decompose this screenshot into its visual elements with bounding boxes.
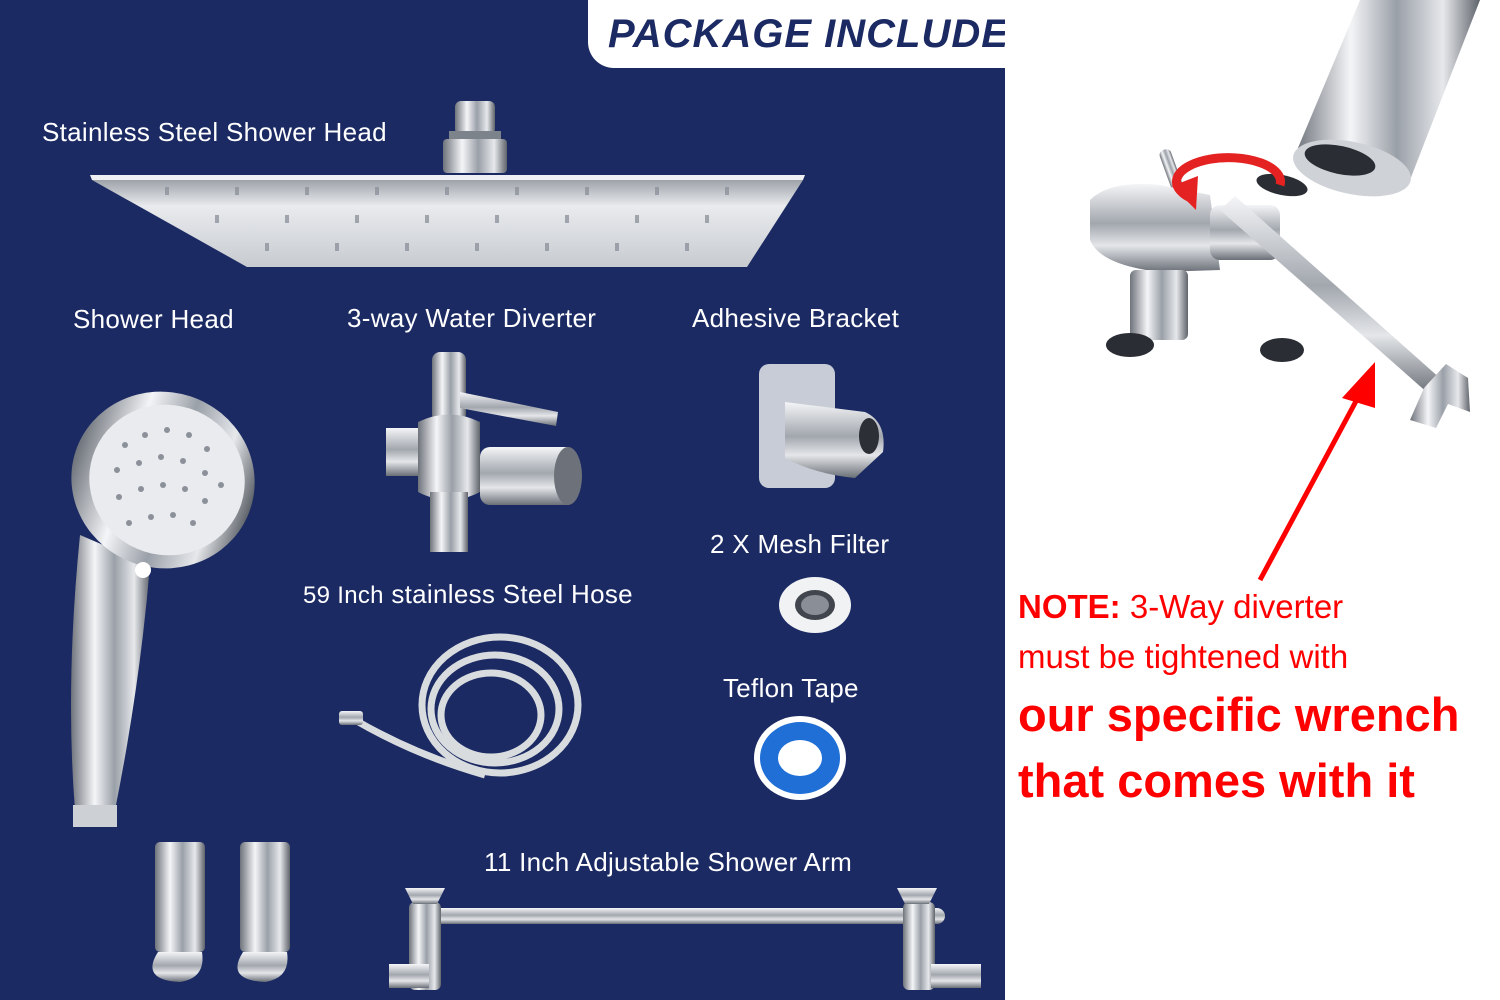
- label-hose: 59 Inch stainless Steel Hose: [303, 579, 633, 610]
- note-line-1-text: 3-Way diverter: [1120, 588, 1344, 625]
- package-banner: PACKAGE INCLUDE: [588, 0, 1005, 68]
- installation-note: NOTE: 3-Way diverter must be tightened w…: [1018, 582, 1498, 814]
- package-title: PACKAGE INCLUDE: [608, 12, 1005, 56]
- note-line-1: NOTE: 3-Way diverter: [1018, 582, 1498, 632]
- note-line-3: our specific wrench: [1018, 688, 1460, 741]
- handheld-shower-head-icon: [71, 391, 255, 827]
- wall-hook-icon: [152, 842, 290, 982]
- label-hose-name: stainless Steel Hose: [383, 579, 633, 609]
- label-stainless-shower-head: Stainless Steel Shower Head: [42, 117, 387, 147]
- label-teflon: Teflon Tape: [723, 673, 859, 703]
- label-diverter: 3-way Water Diverter: [347, 303, 597, 333]
- label-mesh-filter: 2 X Mesh Filter: [710, 529, 890, 559]
- mesh-filter-icon: [779, 577, 851, 633]
- wrench-diagram: [1090, 0, 1480, 428]
- note-line-4: that comes with it: [1018, 754, 1415, 807]
- rain-shower-head-icon: [90, 101, 805, 267]
- package-panel: PACKAGE INCLUDE Stainless Steel Shower H…: [0, 0, 1005, 1000]
- label-bracket: Adhesive Bracket: [692, 303, 900, 333]
- adhesive-bracket-icon: [759, 364, 884, 488]
- note-prefix: NOTE:: [1018, 588, 1121, 625]
- shower-arm-icon: [389, 888, 981, 990]
- pointer-arrow-icon: [1257, 362, 1375, 582]
- label-arm: 11 Inch Adjustable Shower Arm: [484, 847, 853, 877]
- wrench-icon: [1220, 196, 1470, 428]
- teflon-tape-icon: [754, 716, 846, 800]
- label-hose-length: 59 Inch: [303, 582, 384, 609]
- note-line-2: must be tightened with: [1018, 638, 1349, 675]
- label-shower-head: Shower Head: [73, 304, 234, 334]
- diverter-valve-icon: [386, 352, 582, 552]
- steel-hose-icon: [339, 633, 582, 779]
